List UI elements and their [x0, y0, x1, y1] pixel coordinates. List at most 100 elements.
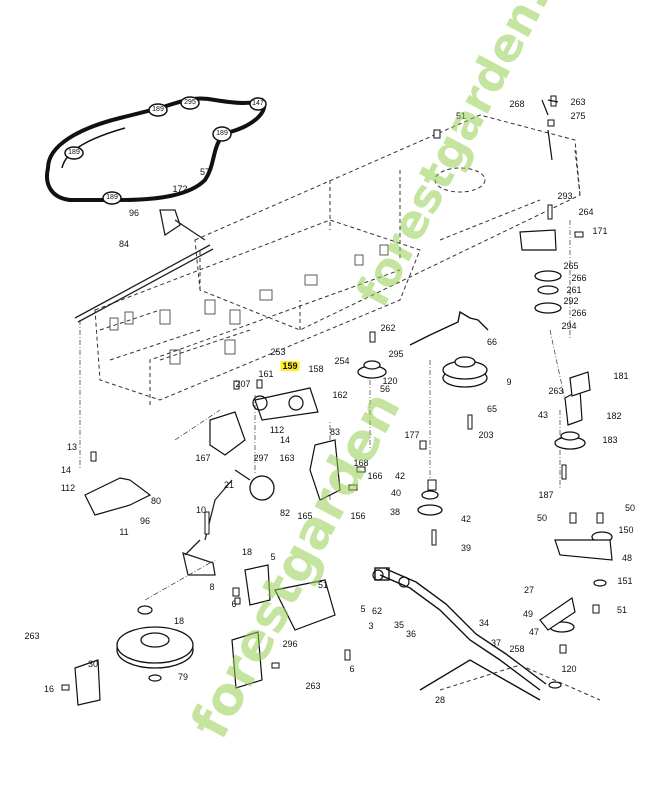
callout-label: 268	[509, 99, 525, 109]
callout-label: 34	[478, 618, 490, 628]
callout-label: 96	[128, 208, 140, 218]
belt-pulley-label: 189	[152, 106, 164, 113]
callout-label: 168	[353, 458, 369, 468]
callout-label: 80	[150, 496, 162, 506]
callout-label: 79	[177, 672, 189, 682]
callout-label: 6	[231, 599, 237, 609]
callout-label: 9	[506, 377, 512, 387]
callout-label: 36	[405, 629, 417, 639]
shaft-and-parts	[137, 99, 607, 689]
callout-label: 83	[329, 427, 341, 437]
callout-label: 261	[566, 285, 582, 295]
callout-label: 183	[602, 435, 618, 445]
callout-label: 258	[509, 644, 525, 654]
callout-label-highlighted: 159	[280, 361, 300, 371]
callout-label: 56	[379, 384, 391, 394]
callout-label: 43	[537, 410, 549, 420]
lift-lever	[374, 567, 547, 701]
callout-label: 203	[478, 430, 494, 440]
callout-label: 177	[404, 430, 420, 440]
callout-label: 30	[87, 659, 99, 669]
callout-label: 112	[60, 483, 76, 493]
callout-label: 5	[270, 552, 276, 562]
callout-label: 264	[578, 207, 594, 217]
callout-label: 51	[616, 605, 628, 615]
callout-label: 158	[308, 364, 324, 374]
callout-label: 37	[490, 638, 502, 648]
callout-label: 96	[139, 516, 151, 526]
belt-pulley-label: 189	[216, 130, 228, 137]
callout-label: 14	[60, 465, 72, 475]
callout-label: 207	[235, 379, 251, 389]
idler-spring	[409, 310, 489, 346]
linkage-rods	[74, 209, 233, 576]
callout-label: 13	[66, 442, 78, 452]
callout-label: 150	[618, 525, 634, 535]
callout-label: 262	[380, 323, 396, 333]
callout-label: 47	[528, 627, 540, 637]
callout-label: 161	[258, 369, 274, 379]
callout-label: 297	[253, 453, 269, 463]
callout-label: 42	[460, 514, 472, 524]
callout-label: 263	[548, 386, 564, 396]
callout-label: 172	[172, 184, 188, 194]
callout-label: 166	[367, 471, 383, 481]
callout-label: 10	[195, 505, 207, 515]
callout-label: 40	[390, 488, 402, 498]
callout-label: 253	[270, 347, 286, 357]
callout-label: 163	[279, 453, 295, 463]
callout-label: 27	[523, 585, 535, 595]
callout-label: 38	[389, 507, 401, 517]
callout-label: 3	[368, 621, 374, 631]
belt-pulley-label: 189	[106, 194, 118, 201]
callout-label: 50	[624, 503, 636, 513]
tractor-frame	[94, 114, 581, 405]
callout-label: 18	[173, 616, 185, 626]
callout-label: 275	[570, 111, 586, 121]
callout-label: 165	[297, 511, 313, 521]
callout-label: 48	[621, 553, 633, 563]
callout-label: 18	[241, 547, 253, 557]
callout-label: 293	[557, 191, 573, 201]
callout-label: 11	[119, 527, 129, 537]
callout-label: 156	[350, 511, 366, 521]
callout-label: 167	[195, 453, 211, 463]
callout-label: 266	[571, 273, 587, 283]
callout-label: 57	[199, 167, 211, 177]
callout-label: 263	[305, 681, 321, 691]
callout-label: 39	[460, 543, 472, 553]
callout-label: 181	[613, 371, 629, 381]
callout-label: 182	[606, 411, 622, 421]
callout-label: 65	[486, 404, 498, 414]
callout-label: 66	[486, 337, 498, 347]
brackets	[74, 229, 613, 706]
callout-label: 292	[563, 296, 579, 306]
bolts	[61, 95, 604, 691]
callout-label: 35	[393, 620, 405, 630]
callout-label: 171	[592, 226, 608, 236]
drive-belt	[45, 96, 266, 202]
callout-label: 296	[282, 639, 298, 649]
callout-label: 6	[349, 664, 355, 674]
callout-label: 84	[118, 239, 130, 249]
callout-label: 42	[394, 471, 406, 481]
callout-label: 120	[561, 664, 577, 674]
callout-label: 294	[561, 321, 577, 331]
callout-label: 51	[317, 580, 329, 590]
callout-label: 16	[43, 684, 55, 694]
frame-holes	[109, 244, 389, 365]
callout-label: 14	[279, 435, 291, 445]
belt-pulley-label: 189	[68, 149, 80, 156]
callout-label: 295	[388, 349, 404, 359]
callout-label: 82	[279, 508, 291, 518]
callout-label: 50	[536, 513, 548, 523]
callout-label: 187	[538, 490, 554, 500]
belt-pulley-label: 295	[184, 99, 196, 106]
belt-pulleys	[64, 96, 267, 205]
callout-label: 5	[360, 604, 366, 614]
callout-label: 265	[563, 261, 579, 271]
callout-label: 266	[571, 308, 587, 318]
lower-frame	[439, 664, 601, 701]
